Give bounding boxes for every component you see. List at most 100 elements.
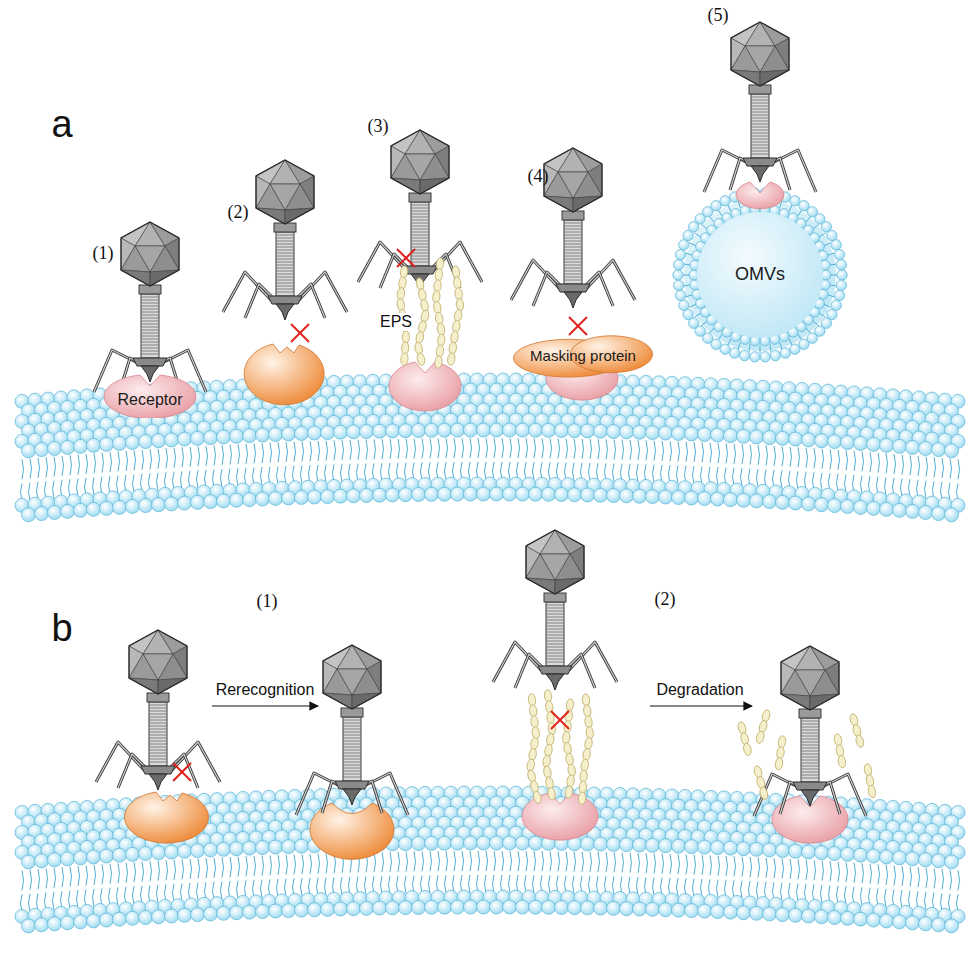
lipid-tail (78, 866, 80, 886)
lipid-tail (286, 442, 288, 462)
lipid-tail (77, 479, 79, 497)
lipid-tail (630, 853, 632, 873)
lipid-head (438, 423, 452, 437)
lipid-head (464, 423, 478, 437)
lipid-tail (365, 876, 367, 894)
lipid-head (451, 836, 465, 850)
lipid-tail (197, 470, 199, 488)
lipid-head (542, 900, 556, 914)
lipid-head (685, 427, 699, 441)
lipid-head (698, 904, 712, 918)
lipid-head (35, 918, 49, 932)
capsid-outline (121, 222, 179, 286)
lipid-head (698, 840, 712, 854)
lipid-tail (878, 453, 880, 473)
lipid-tail (821, 885, 823, 903)
lipid-tail (824, 243, 831, 246)
lipid-head (35, 854, 49, 868)
lipid-tail (318, 854, 320, 874)
lipid-head (243, 493, 257, 507)
lipid-tail (134, 862, 136, 882)
lipid-head (620, 902, 634, 916)
tail-stripe (411, 259, 429, 260)
lipid-tail (734, 444, 736, 464)
tail-stripe (141, 321, 159, 322)
lipid-tail (614, 852, 616, 872)
lipid-tail (478, 851, 480, 871)
lipid-tail (54, 457, 56, 477)
lipid-head (217, 494, 231, 508)
lipid-tail (478, 438, 480, 458)
lipid-tail (926, 457, 928, 477)
bacteriophage (223, 160, 347, 320)
lipid-head (399, 901, 413, 915)
lipid-tail (573, 463, 575, 481)
tail-stripe (141, 312, 159, 313)
lipid-head (464, 900, 478, 914)
lipid-head (698, 427, 712, 441)
lipid-head (555, 487, 569, 501)
lipid-head (770, 350, 780, 360)
lipid-tail (454, 851, 456, 871)
lipid-tail (470, 851, 472, 871)
lipid-tail (894, 865, 896, 885)
lipid-head (646, 838, 660, 852)
lipid-head (373, 901, 387, 915)
lipid-tail (142, 862, 144, 882)
lipid-head (760, 352, 770, 362)
lipid-tail (294, 854, 296, 874)
lipid-tail (414, 439, 416, 459)
lipid-tail (181, 883, 183, 901)
lipid-head (945, 855, 959, 869)
lipid-tail (819, 313, 826, 317)
tail-fiber (358, 242, 406, 282)
lipid-head (836, 280, 846, 290)
lipid-head (893, 503, 907, 517)
tail-stripe (411, 226, 429, 227)
lipid-tail (838, 862, 840, 882)
tail-stripe (564, 235, 582, 236)
baseplate (556, 284, 590, 292)
lipid-tail (689, 304, 696, 307)
lipid-head (451, 423, 465, 437)
tail-stripe (276, 274, 294, 275)
lipid-tail (637, 464, 639, 482)
lipid-head (802, 909, 816, 923)
lipid-tail (814, 448, 816, 468)
lipid-tail (38, 869, 40, 889)
lipid-head (282, 904, 296, 918)
lipid-tail (246, 856, 248, 876)
tail-stripe (564, 268, 582, 269)
lipid-head (841, 435, 855, 449)
lipid-tail (485, 875, 487, 893)
tail-stripe (751, 151, 769, 152)
lipid-head (932, 443, 946, 457)
lipid-head (776, 495, 790, 509)
lipid-head (620, 425, 634, 439)
tail-stripe (276, 265, 294, 266)
tail-stripe (751, 118, 769, 119)
lipid-head (425, 900, 439, 914)
lipid-tail (845, 886, 847, 904)
lipid-tail (62, 456, 64, 476)
lipid-head (633, 425, 647, 439)
lipid-tail (525, 462, 527, 480)
tail-stripe (411, 220, 429, 221)
lipid-tail (294, 442, 296, 462)
lipid-tail (781, 883, 783, 901)
lipid-tail (573, 876, 575, 894)
lipid-tail (741, 468, 743, 486)
lipid-tail (365, 463, 367, 481)
lipid-head (490, 423, 504, 437)
lipid-head (675, 290, 685, 300)
lipid-tail (797, 883, 799, 901)
lipid-head (516, 487, 530, 501)
lipid-tail (566, 852, 568, 872)
lipid-head (737, 429, 751, 443)
lipid-tail (173, 472, 175, 490)
lipid-tail (950, 459, 952, 479)
lipid-head (529, 423, 543, 437)
lipid-head (620, 489, 634, 503)
tail-stripe (276, 262, 294, 263)
lipid-head (35, 507, 49, 521)
